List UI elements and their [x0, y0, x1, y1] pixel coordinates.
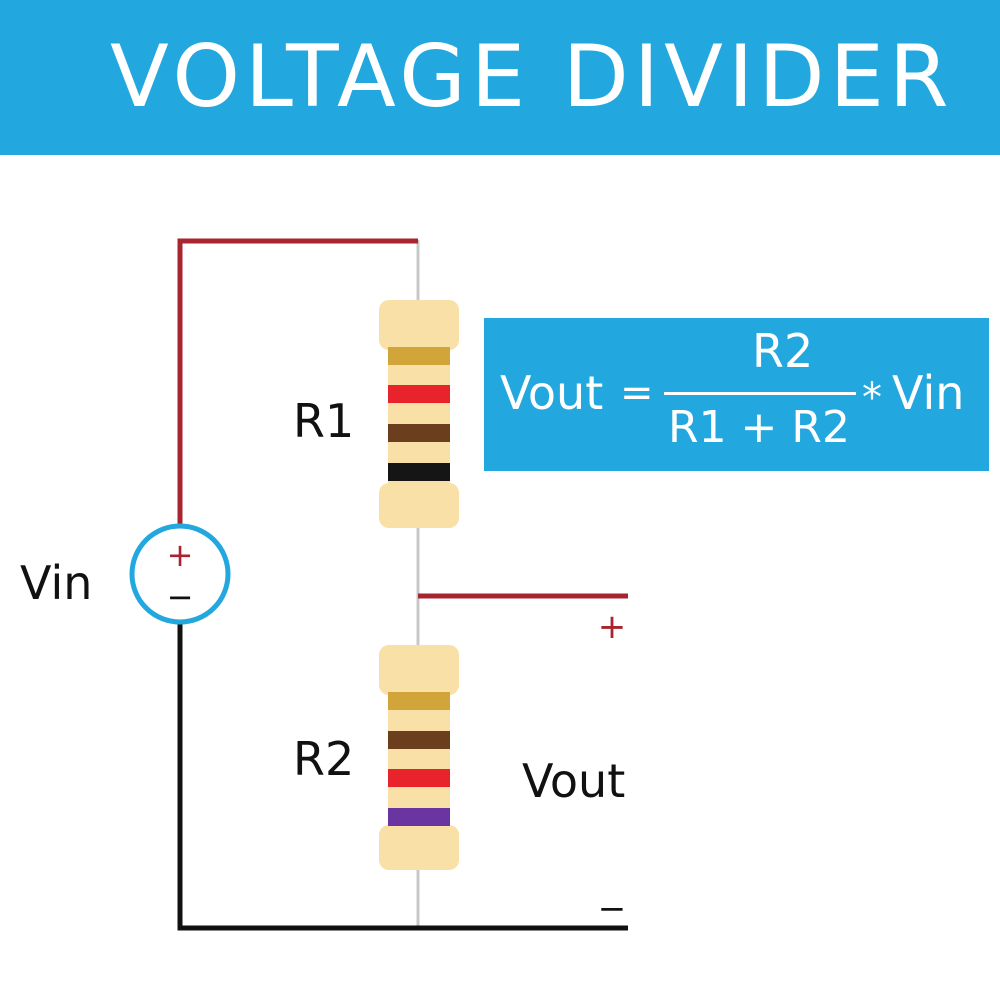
resistor-r2-band-4 [388, 808, 450, 826]
fraction-bar [664, 392, 856, 395]
page-title: VOLTAGE DIVIDER [110, 27, 954, 127]
formula-lhs: Vout [500, 366, 604, 420]
resistor-r2-cap-bottom [379, 825, 459, 870]
formula-box: Vout = R2 R1 + R2 * Vin [484, 318, 989, 471]
resistor-r1-bands [388, 347, 450, 481]
title-banner: VOLTAGE DIVIDER [0, 0, 1000, 155]
resistor-r2 [379, 645, 459, 870]
resistor-r2-band-3 [388, 769, 450, 787]
resistor-r2-band-2 [388, 731, 450, 749]
r1-label: R1 [293, 394, 355, 448]
vin-label: Vin [20, 556, 93, 610]
formula-equals: = [620, 370, 654, 416]
resistor-r2-band-1 [388, 692, 450, 710]
resistor-r1-band-1 [388, 347, 450, 365]
resistor-r1-band-2 [388, 385, 450, 403]
vout-label: Vout [522, 754, 626, 808]
voltage-source [129, 523, 231, 625]
output-plus-sign: + [598, 607, 627, 647]
r2-label: R2 [293, 732, 355, 786]
resistor-r1-cap-bottom [379, 483, 459, 528]
resistor-r1 [379, 300, 459, 528]
resistor-r2-bands [388, 692, 450, 826]
output-minus-sign: − [598, 889, 627, 929]
source-plus-sign: + [167, 536, 194, 574]
resistor-r1-band-4 [388, 463, 450, 481]
formula-numerator: R2 [752, 324, 814, 378]
resistor-r1-band-3 [388, 424, 450, 442]
positive-wire [177, 238, 418, 526]
formula-rhs: Vin [892, 366, 965, 420]
ground-wire [177, 622, 628, 931]
formula-denominator: R1 + R2 [668, 402, 850, 453]
formula-times: * [862, 375, 882, 421]
source-minus-sign: − [167, 578, 194, 616]
